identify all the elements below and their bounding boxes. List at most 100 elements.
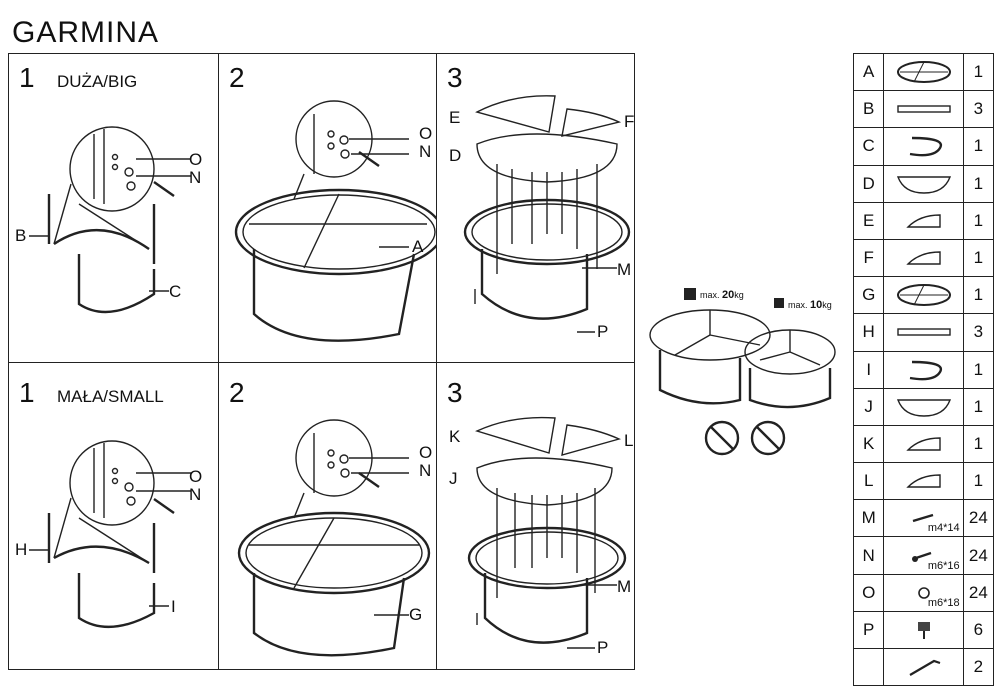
part-quantity: 1 <box>964 165 994 202</box>
step-illustration <box>234 100 437 342</box>
part-letter: J <box>854 388 885 425</box>
callout-p: P <box>597 638 609 657</box>
curved-leg-icon <box>884 351 964 388</box>
quarter-top-icon <box>884 202 964 239</box>
part-letter: E <box>854 202 885 239</box>
callout-g: G <box>409 605 423 624</box>
part-quantity: 24 <box>964 500 994 537</box>
callout-o: O <box>419 124 433 143</box>
part-letter: C <box>854 128 885 165</box>
washer-icon: m6*18 <box>884 574 964 611</box>
step-illustration <box>463 95 631 333</box>
curved-leg-icon <box>884 128 964 165</box>
quarter-top-icon <box>884 425 964 463</box>
quarter-top-icon <box>884 463 964 500</box>
step-illustration <box>467 416 627 649</box>
step-small-2: 2 O N G <box>219 363 437 669</box>
no-climb-icon <box>704 420 740 456</box>
step-big-3: 3 E F D M P <box>437 54 634 363</box>
callout-n: N <box>189 168 202 187</box>
step-number: 3 <box>447 62 463 93</box>
part-quantity: 1 <box>964 277 994 314</box>
step-illustration <box>29 126 191 314</box>
step-big-1: 1 DUŻA/BIG O N B C <box>9 54 219 363</box>
callout-n: N <box>419 142 432 161</box>
assembly-steps-grid: 1 DUŻA/BIG O N B C 2 <box>8 53 635 670</box>
callout-h: H <box>15 540 28 559</box>
part-letter: B <box>854 91 885 128</box>
half-top-icon <box>884 165 964 202</box>
step-label: DUŻA/BIG <box>57 72 138 91</box>
part-quantity: 1 <box>964 425 994 463</box>
foot-icon <box>884 611 964 648</box>
part-letter <box>854 649 885 686</box>
part-quantity: 1 <box>964 202 994 239</box>
callout-n: N <box>189 485 202 504</box>
part-letter: I <box>854 351 885 388</box>
part-row: 2 <box>854 649 994 687</box>
callout-m: M <box>617 260 632 279</box>
callout-n: N <box>419 461 432 480</box>
nested-tables-drawing <box>649 288 836 456</box>
part-letter: A <box>854 54 885 91</box>
step-big-2: 2 O N A <box>219 54 437 363</box>
part-letter: O <box>854 574 885 611</box>
step-number: 1 <box>19 377 35 408</box>
callout-a: A <box>412 237 424 256</box>
part-quantity: 6 <box>964 611 994 648</box>
callout-k: K <box>449 427 461 446</box>
part-letter: D <box>854 165 885 202</box>
callout-d: D <box>449 146 462 165</box>
part-letter: G <box>854 277 885 314</box>
screw-icon: m4*14 <box>884 500 964 537</box>
half-top-icon <box>884 388 964 425</box>
part-quantity: 24 <box>964 537 994 574</box>
callout-e: E <box>449 108 461 127</box>
part-letter: K <box>854 425 885 463</box>
part-quantity: 1 <box>964 463 994 500</box>
part-spec: m4*14 <box>927 522 960 535</box>
overview-illustration: max. 20kg max. 10kg <box>640 270 840 470</box>
part-quantity: 24 <box>964 574 994 611</box>
callout-o: O <box>189 150 203 169</box>
step-number: 2 <box>229 377 245 408</box>
part-quantity: 1 <box>964 388 994 425</box>
step-small-1: 1 MAŁA/SMALL O N H I <box>9 363 219 669</box>
callout-l: L <box>624 431 634 450</box>
part-quantity: 1 <box>964 239 994 277</box>
quarter-top-icon <box>884 239 964 277</box>
callout-b: B <box>15 226 27 245</box>
part-quantity: 3 <box>964 314 994 351</box>
part-letter: P <box>854 611 885 648</box>
step-number: 3 <box>447 377 463 408</box>
part-letter: F <box>854 239 885 277</box>
callout-p: P <box>597 322 609 341</box>
callout-f: F <box>624 112 635 131</box>
round-frame-icon <box>884 54 964 91</box>
small-weight-label: max. 10kg <box>788 299 832 311</box>
step-illustration <box>237 419 431 657</box>
part-quantity: 1 <box>964 128 994 165</box>
callout-c: C <box>169 282 182 301</box>
step-label: MAŁA/SMALL <box>57 387 164 406</box>
part-spec: m6*18 <box>927 596 960 609</box>
part-quantity: 1 <box>964 351 994 388</box>
part-letter: H <box>854 314 885 351</box>
callout-i: I <box>171 597 176 616</box>
part-letter: L <box>854 463 885 500</box>
step-small-3: 3 K L J M P <box>437 363 634 669</box>
part-spec: m6*16 <box>927 559 960 572</box>
